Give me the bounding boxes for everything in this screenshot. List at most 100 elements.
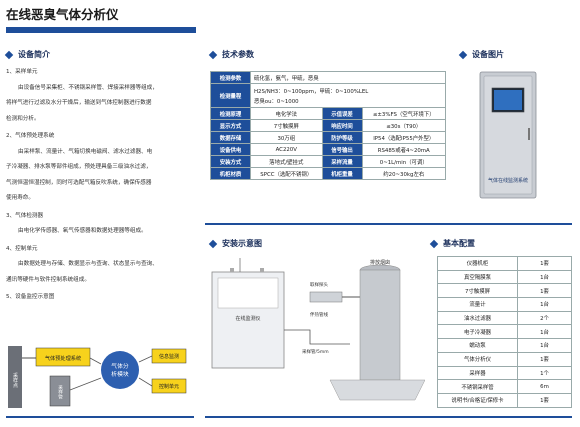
- control-unit-box: [151, 378, 187, 394]
- intro-paragraph: 将样气进行过滤及水分干燥后，输送到气体控制器进行数据: [6, 100, 152, 106]
- param-key: 机柜材质: [210, 167, 251, 180]
- param-value: 7寸触摸屏: [250, 119, 323, 132]
- stack-body: [359, 269, 401, 381]
- intro-heading: 3、气体检测器: [6, 212, 44, 219]
- section-header-tech: 技术参数: [208, 49, 254, 60]
- config-item-qty: 1套: [517, 392, 572, 408]
- param-key: 安装方式: [210, 155, 251, 168]
- pipe-length-label: 采样管/5mm: [302, 348, 329, 355]
- config-item-name: 不锈钢采样管: [437, 379, 518, 394]
- diamond-icon: [4, 50, 14, 59]
- config-item-name: 说明书/合格证/保修卡: [437, 392, 518, 408]
- config-item-name: 真空隔膜泵: [437, 269, 518, 285]
- param-key: 机柜重量: [321, 167, 363, 180]
- param-value: H2S/NH3：0~100ppm，甲硫：0~100%LEL 恶臭ou：0~100…: [250, 83, 446, 108]
- param-key: 信号输出: [321, 143, 363, 156]
- stack-base: [329, 379, 425, 401]
- intro-heading: 2、气体预处理系统: [6, 133, 55, 139]
- table-row: 显示方式 7寸触摸屏 响应时间 ≤30s（T90）: [210, 119, 447, 132]
- table-row: 设备供电 AC220V 信号输出 RS485或者4~20mA: [210, 143, 447, 156]
- device-photo: 气体在线监测系统: [479, 71, 537, 199]
- diamond-icon: [208, 50, 218, 59]
- config-item-name: 仪器机柜: [437, 256, 518, 271]
- tech-params-table: 检测参数 硫化氢，氨气，甲硫，恶臭 检测量程 H2S/NH3：0~100ppm，…: [210, 71, 447, 180]
- screen-display: [494, 90, 522, 110]
- param-key: 采样流量: [321, 155, 363, 168]
- tube-label: 伴热管线: [310, 311, 328, 318]
- config-item-qty: 1个: [517, 365, 572, 381]
- config-item-name: 气体分析仪: [437, 351, 518, 367]
- config-item-qty: 1台: [517, 324, 572, 340]
- param-key: 设备供电: [210, 143, 251, 156]
- param-key: 响应时间: [321, 119, 363, 132]
- config-item-name: 电子冷凝器: [437, 324, 518, 340]
- divider-line: [205, 416, 572, 418]
- diamond-icon: [208, 239, 218, 248]
- diamond-icon: [458, 50, 468, 59]
- section-header-install: 安装示意图: [208, 238, 262, 249]
- intro-paragraph: 子冷凝器、排水泵等部件组成，预处理具备三级油水过滤，: [6, 164, 152, 170]
- param-value: ≤±3%FS（空气环境下）: [361, 107, 447, 120]
- section-header-photo: 设备图片: [458, 49, 504, 60]
- config-item-name: 蠕动泵: [437, 338, 518, 353]
- intro-paragraph: 通讯等硬件与软件控制系统组成。: [6, 276, 90, 283]
- intro-text: 1、采样单元 由设备信号采集柜、不锈钢采样管、焊接采样器等组成， 将样气进行过滤…: [6, 68, 194, 303]
- param-value: 硫化氢，氨气，甲硫，恶臭: [250, 71, 446, 84]
- analysis-module-circle: [101, 351, 139, 389]
- config-item-qty: 1台: [517, 269, 572, 285]
- param-value: 约20~30kg左右: [361, 167, 447, 180]
- probe-label: 取样探头: [310, 281, 328, 288]
- param-key: 显示方式: [210, 119, 251, 132]
- intro-paragraph: 由电化学传感器、氧气传感器和数据处理器等组成。: [18, 228, 147, 234]
- device-label: 气体在线监测系统: [488, 177, 528, 184]
- intro-paragraph: 气测恒温恒湿控制，同时可选配气箱反吹系统，确保传感器: [6, 179, 152, 186]
- title-underline: [6, 27, 196, 33]
- analyzer-panel: [217, 277, 279, 309]
- param-value: AC220V: [250, 143, 323, 156]
- param-value: 电化学法: [250, 107, 323, 120]
- pretreatment-box: [35, 347, 91, 367]
- divider-line: [205, 223, 572, 225]
- intro-heading: 4、控制单元: [6, 245, 38, 252]
- section-header-config: 基本配置: [429, 238, 475, 249]
- monitoring-diagram: 采样点 气体预处理系统 采样管 气体分 析模块 信息监测 控制单元: [8, 346, 187, 408]
- table-row: 检测量程 H2S/NH3：0~100ppm，甲硫：0~100%LEL 恶臭ou：…: [210, 83, 446, 108]
- intro-paragraph: 使用寿命。: [6, 195, 34, 201]
- table-row: 检测参数 硫化氢，氨气，甲硫，恶臭: [210, 71, 446, 84]
- config-item-qty: 6m: [517, 379, 572, 394]
- param-value-line: H2S/NH3：0~100ppm，甲硫：0~100%LEL: [254, 88, 369, 95]
- config-item-name: 油水过滤器: [437, 310, 518, 326]
- param-value: 落地式/壁挂式: [250, 155, 323, 168]
- sampling-pipe-label: 采样管: [58, 384, 63, 400]
- config-item-name: 流量计: [437, 297, 518, 312]
- config-item-name: 采样器: [437, 365, 518, 381]
- analysis-module-label-a: 气体分: [111, 362, 129, 370]
- intro-heading: 1、采样单元: [6, 69, 38, 75]
- sample-point-block: [8, 346, 22, 408]
- config-item-name: 7寸触摸屏: [437, 283, 518, 299]
- config-item-qty: 1套: [517, 256, 572, 271]
- param-value: IP54（选配IP55户外型）: [361, 131, 447, 144]
- table-row: 机柜材质 SPCC（选配不锈钢） 机柜重量 约20~30kg左右: [210, 167, 447, 180]
- info-monitor-box: [151, 348, 187, 364]
- probe-box: [309, 291, 343, 303]
- section-header-intro: 设备简介: [4, 49, 50, 60]
- param-value: ≤30s（T90）: [361, 119, 447, 132]
- intro-paragraph: 由采样泵、流量计、气箱切换电磁阀、滤水过滤器、电: [18, 148, 153, 155]
- sampling-pipe-box: [49, 375, 71, 407]
- param-key: 检测量程: [210, 83, 251, 108]
- section-title: 技术参数: [222, 50, 254, 59]
- section-title: 基本配置: [443, 239, 475, 248]
- table-row: 安装方式 落地式/壁挂式 采样流量 0~1L/min（可调）: [210, 155, 447, 168]
- pretreatment-label: 气体预处理系统: [45, 354, 81, 362]
- param-key: 数据存储: [210, 131, 251, 144]
- param-key: 检测原理: [210, 107, 251, 120]
